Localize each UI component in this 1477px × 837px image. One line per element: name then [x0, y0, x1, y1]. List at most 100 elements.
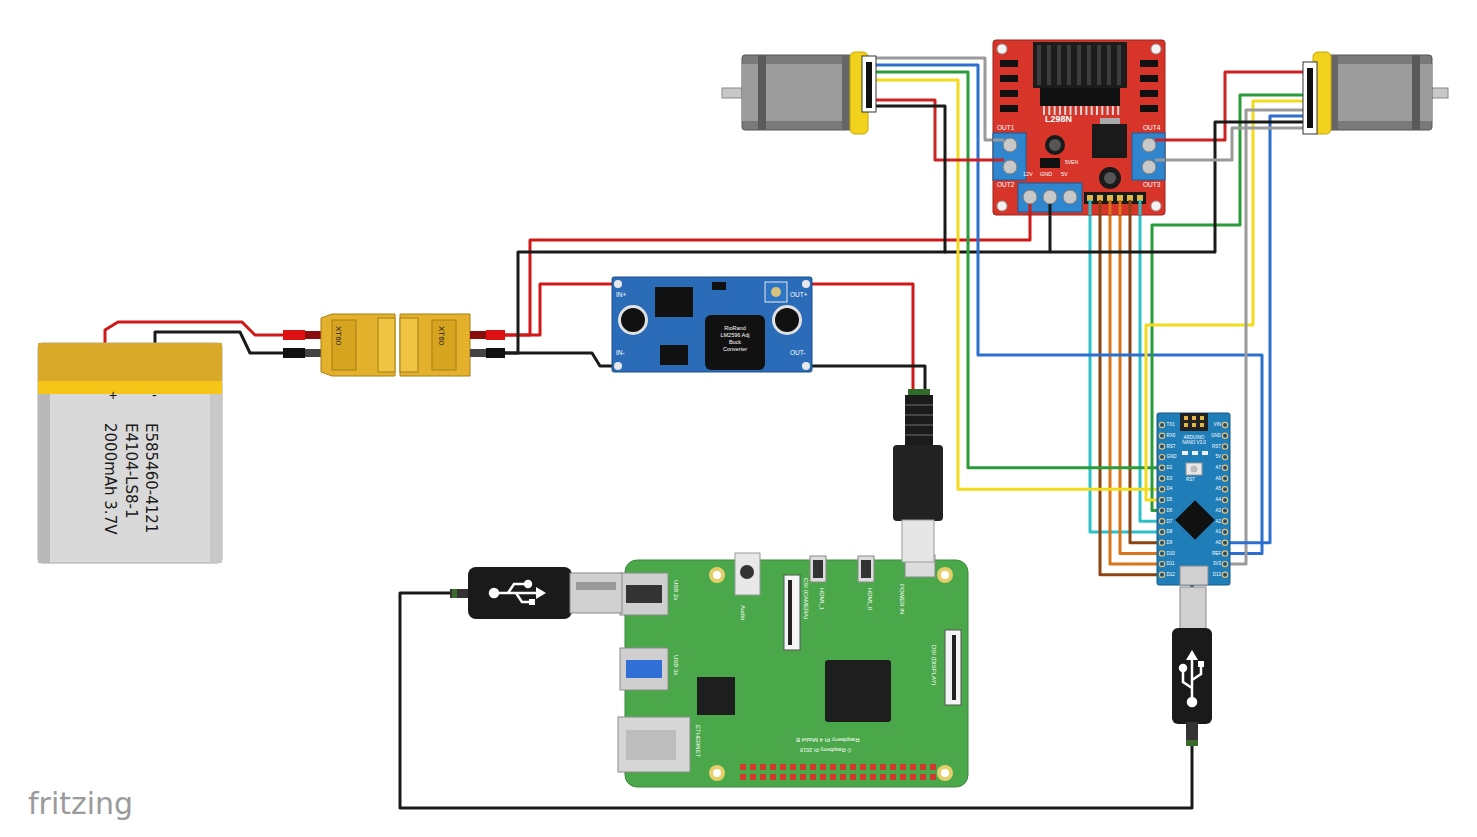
port-label: Audio: [739, 605, 746, 620]
gpio-pin: [740, 764, 936, 780]
pin-hole: [1159, 465, 1164, 470]
gpio-pin: [750, 764, 756, 770]
motor-driver-art: [1033, 42, 1127, 88]
chip-leg: [1117, 106, 1119, 115]
micro-usb-plug: [1172, 628, 1212, 724]
chip-leg: [1091, 106, 1093, 115]
gpio-pin: [750, 774, 756, 780]
gpio-pin: [770, 774, 776, 780]
buck-converter-art: [618, 305, 648, 335]
dc-motor: [1303, 62, 1317, 134]
pin-hole: [1222, 455, 1227, 460]
gpio-pin: [860, 764, 866, 770]
micro-usb-plug: [1188, 698, 1196, 706]
raspberry-pi-art: [626, 730, 676, 760]
jumper-label: 5VEN: [1065, 159, 1078, 165]
arduino-nano-art: [1182, 451, 1188, 455]
wire-end: [1099, 200, 1102, 215]
gpio-pin: [820, 764, 826, 770]
gpio-pin: [870, 774, 876, 780]
chip-leg: [1096, 106, 1098, 115]
pin-hole: [1159, 562, 1164, 567]
wire-end: [993, 139, 1004, 142]
micro-usb-plug: [1172, 587, 1212, 746]
motor-driver-art: [1140, 60, 1158, 67]
button-label: RST: [1186, 477, 1195, 482]
icsp-pin: [1184, 416, 1188, 420]
heatsink-fin: [1067, 45, 1071, 85]
buck-converter-art: [660, 345, 688, 365]
pin-label: A2: [1201, 519, 1221, 524]
motor-driver-art: [1043, 190, 1057, 204]
raspberry-pi-art: [626, 660, 662, 678]
usb-c-plug: [905, 434, 933, 436]
motor-wire: [1215, 122, 1304, 252]
gpio-pin: [930, 774, 936, 780]
wire-end: [1049, 204, 1052, 215]
motor-driver-art: [1132, 133, 1165, 180]
pin-label: D10: [1167, 551, 1175, 556]
chip-leg: [1085, 106, 1087, 115]
pin-label: D4: [1167, 486, 1173, 491]
battery-body: [38, 343, 222, 563]
pin-hole: [1159, 433, 1164, 438]
port-label: CSI (CAMERA): [802, 578, 809, 619]
motor-wire: [876, 106, 945, 252]
chip-leg: [1107, 106, 1109, 115]
wire: [1100, 215, 1157, 575]
buck-converter-art: [614, 362, 622, 370]
motor-driver-art: [1040, 158, 1060, 168]
usb-c-plug: [893, 389, 943, 562]
buck-converter-art: [802, 362, 810, 370]
wire-end: [1139, 200, 1142, 215]
wire-end: [1119, 200, 1122, 215]
wire: [505, 353, 612, 366]
pin-hole: [1159, 529, 1164, 534]
motor-driver-art: [1099, 167, 1121, 189]
pin-label: GND: [1040, 171, 1052, 178]
pin-hole: [1159, 508, 1164, 513]
dc-motor: [758, 55, 766, 130]
usb-c-plug: [905, 395, 933, 447]
icsp-pin: [1184, 423, 1188, 427]
wire: [505, 284, 612, 335]
pin-hole: [1159, 572, 1164, 577]
gpio-pin: [840, 764, 846, 770]
pin-hole: [1222, 508, 1227, 513]
arduino-nano-art: [1202, 451, 1208, 455]
gpio-pin: [810, 774, 816, 780]
pin-label: GND: [1167, 454, 1177, 459]
pin-label: 3V3: [1201, 561, 1221, 566]
wire-end: [1155, 139, 1165, 142]
gpio-pin: [760, 774, 766, 780]
heatsink-fin: [1077, 45, 1081, 85]
wire-end: [993, 140, 1165, 215]
port-label: ETHERNET: [694, 725, 701, 757]
chip-leg: [1101, 106, 1103, 115]
pin-label: 12V: [1023, 171, 1033, 178]
xt60-connector-body: [432, 320, 456, 370]
raspberry-pi-art: [813, 560, 823, 578]
terminal-label: OUT2: [997, 181, 1014, 189]
raspberry-pi-art: [620, 648, 668, 690]
pin-hole: [1159, 519, 1164, 524]
port-label: USB 3x: [672, 655, 679, 675]
raspberry-pi-art: [626, 585, 662, 603]
usb-a-plug: [450, 567, 622, 619]
pin-label: D11: [1167, 561, 1175, 566]
dc-motor: [1307, 68, 1313, 128]
arduino-nano-art: [1192, 451, 1198, 455]
gpio-pin: [760, 764, 766, 770]
pin-label: A3: [1201, 508, 1221, 513]
xt60-connector-body: [332, 320, 356, 370]
pin-hole: [1222, 476, 1227, 481]
gpio-pin: [830, 764, 836, 770]
raspberry-pi-art: [861, 560, 871, 578]
pin-label: D7: [1167, 519, 1173, 524]
ground-bus-wire: [1050, 251, 1215, 254]
motor-driver-art: [1045, 135, 1065, 155]
xt60-connector-body: [486, 330, 505, 340]
pin-label: A1: [1201, 529, 1221, 534]
buck-converter-art: [705, 315, 765, 370]
